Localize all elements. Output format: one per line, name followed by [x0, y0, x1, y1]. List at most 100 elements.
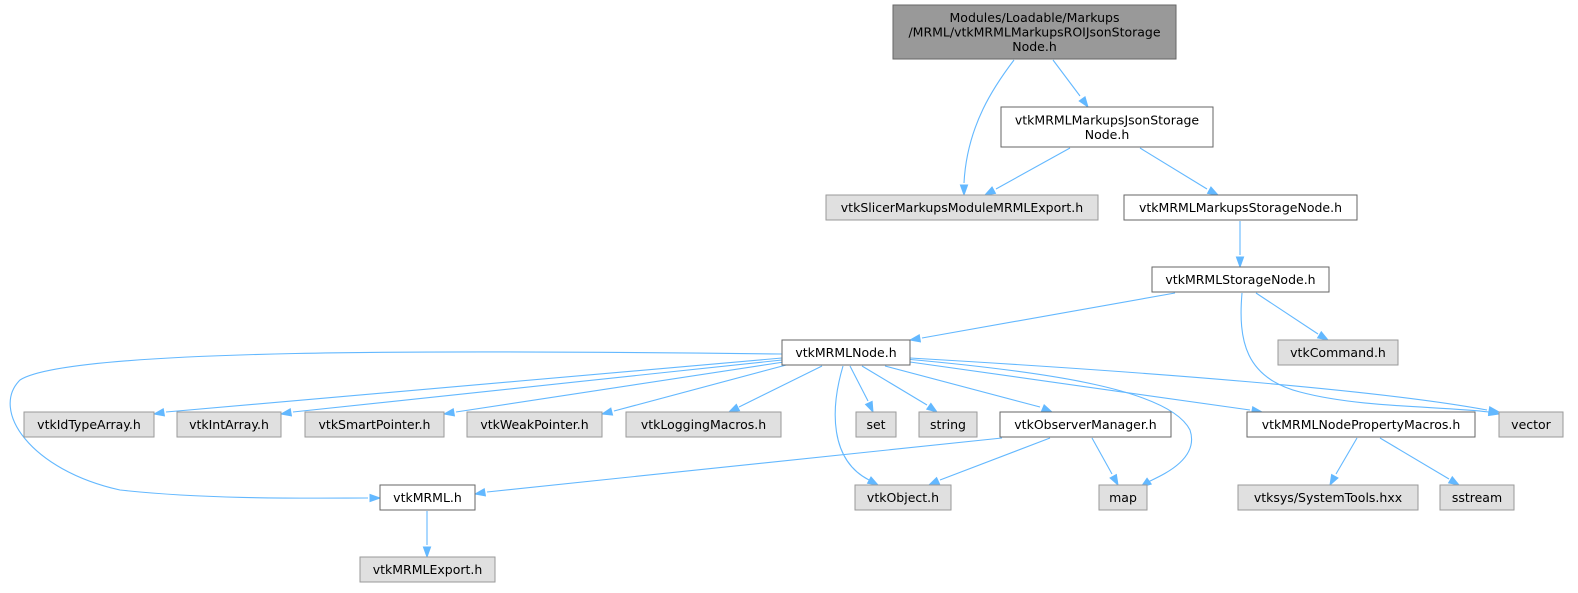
edge-storagenode-to-vtkcommand: [1255, 292, 1330, 341]
edge-root-to-slicerexport: [959, 59, 1015, 197]
edge-jsonstorage-to-markupsstorage: [1139, 147, 1220, 196]
node-label: /MRML/vtkMRMLMarkupsROIJsonStorage: [908, 25, 1160, 40]
edge-propertymacros-to-systemtools: [1329, 437, 1358, 487]
node-label: vtkSlicerMarkupsModuleMRMLExport.h: [841, 200, 1083, 215]
edge-line: [921, 292, 1176, 339]
node-label: vtkWeakPointer.h: [480, 417, 588, 432]
node-box: [1151, 266, 1330, 293]
arrow-head-icon: [473, 488, 487, 497]
node-mrmlexport: vtkMRMLExport.h: [359, 556, 496, 583]
arrow-head-icon: [1447, 475, 1461, 486]
node-box: [892, 4, 1177, 60]
node-box: [854, 484, 952, 511]
node-markupsstorage[interactable]: vtkMRMLMarkupsStorageNode.h: [1123, 194, 1358, 221]
node-label: vtkMRMLStorageNode.h: [1165, 272, 1315, 287]
edge-line: [939, 437, 1051, 481]
node-slicerexport: vtkSlicerMarkupsModuleMRMLExport.h: [825, 194, 1099, 221]
edge-line: [1335, 437, 1358, 475]
node-label: Node.h: [1085, 127, 1130, 142]
edge-line: [1379, 437, 1450, 480]
edge-line: [909, 357, 1488, 411]
node-box: [1237, 484, 1419, 511]
node-box: [466, 411, 603, 438]
node-box: [918, 411, 978, 438]
node-label: Modules/Loadable/Markups: [950, 10, 1120, 25]
node-label: vtkIntArray.h: [189, 417, 269, 432]
edge-root-to-jsonstorage: [1052, 59, 1089, 109]
node-label: set: [866, 417, 885, 432]
edge-line: [1240, 292, 1490, 413]
node-weakpointer: vtkWeakPointer.h: [466, 411, 603, 438]
node-idtypearray: vtkIdTypeArray.h: [23, 411, 155, 438]
node-storagenode[interactable]: vtkMRMLStorageNode.h: [1151, 266, 1330, 293]
node-box: [999, 411, 1172, 438]
arrow-head-icon: [866, 476, 880, 486]
edge-line: [861, 365, 928, 406]
node-vtkcommand: vtkCommand.h: [1277, 339, 1399, 366]
node-sstream: sstream: [1439, 484, 1515, 511]
edge-mrmlnode-to-set: [849, 365, 874, 414]
node-label: vtkMRMLMarkupsStorageNode.h: [1139, 200, 1342, 215]
node-intarray: vtkIntArray.h: [176, 411, 282, 438]
arrow-head-icon: [600, 407, 614, 416]
node-box: [1277, 339, 1399, 366]
node-label: Node.h: [1012, 39, 1057, 54]
arrow-head-icon: [422, 546, 432, 559]
node-box: [781, 339, 911, 366]
edges-layer: [9, 59, 1501, 559]
node-propertymacros[interactable]: vtkMRMLNodePropertyMacros.h: [1246, 411, 1476, 438]
arrow-head-icon: [1487, 406, 1501, 415]
arrow-head-icon: [925, 402, 939, 413]
edge-mrmlnode-to-smartpointer: [442, 361, 785, 417]
node-box: [379, 484, 476, 511]
node-systemtools: vtksys/SystemTools.hxx: [1237, 484, 1419, 511]
node-box: [1123, 194, 1358, 221]
edge-mrmlnode-to-string: [861, 365, 939, 413]
edge-line: [292, 359, 783, 413]
edge-line: [904, 358, 1193, 483]
node-box: [1439, 484, 1515, 511]
edge-mrmlnode-to-vector: [909, 357, 1501, 415]
node-label: sstream: [1452, 490, 1502, 505]
edge-line: [613, 363, 791, 412]
edge-observermanager-to-vtkmrml: [473, 437, 1003, 497]
edge-line: [1052, 59, 1081, 97]
edge-line: [165, 357, 783, 413]
edge-mrmlnode-to-vtkobject: [834, 365, 880, 486]
edge-line: [9, 351, 783, 499]
edge-observermanager-to-map: [1091, 437, 1119, 487]
node-box: [359, 556, 496, 583]
node-label: vtkObserverManager.h: [1014, 417, 1156, 432]
edge-mrmlnode-to-intarray: [279, 359, 783, 417]
node-label: vtkObject.h: [867, 490, 939, 505]
edge-line: [486, 437, 1003, 493]
arrow-head-icon: [983, 186, 997, 196]
edge-markupsstorage-to-storagenode: [1235, 221, 1245, 269]
node-box: [23, 411, 155, 438]
arrow-head-icon: [1329, 473, 1339, 487]
node-box: [625, 411, 782, 438]
node-vtkmrml[interactable]: vtkMRML.h: [379, 484, 476, 511]
node-loggingmacros: vtkLoggingMacros.h: [625, 411, 782, 438]
arrow-head-icon: [1316, 330, 1330, 341]
arrow-head-icon: [152, 408, 166, 417]
edge-line: [1255, 292, 1319, 335]
arrow-head-icon: [279, 408, 293, 417]
node-label: vtkIdTypeArray.h: [37, 417, 141, 432]
node-mrmlnode[interactable]: vtkMRMLNode.h: [781, 339, 911, 366]
arrow-head-icon: [927, 476, 941, 486]
arrow-head-icon: [864, 400, 874, 414]
node-box: [825, 194, 1099, 221]
arrow-head-icon: [959, 184, 969, 197]
node-label: vtkMRMLNode.h: [795, 345, 896, 360]
edge-observermanager-to-vtkobject: [927, 437, 1051, 486]
arrow-head-icon: [1206, 186, 1220, 196]
node-label: vtkMRML.h: [393, 490, 462, 505]
node-label: vtkMRMLNodePropertyMacros.h: [1262, 417, 1461, 432]
node-box: [855, 411, 897, 438]
edge-propertymacros-to-sstream: [1379, 437, 1461, 486]
node-observermanager[interactable]: vtkObserverManager.h: [999, 411, 1172, 438]
edge-line: [884, 365, 1041, 408]
